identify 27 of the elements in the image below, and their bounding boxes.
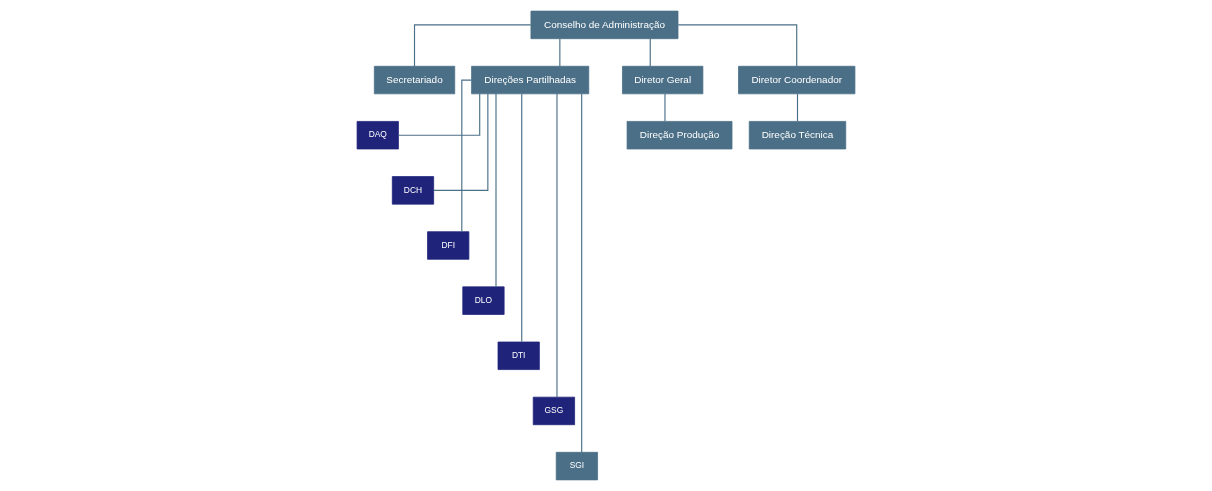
node-box: SGI [555,451,598,481]
node-box: Direção Técnica [748,121,847,150]
connector [413,24,532,67]
connector [559,38,561,67]
node-box: Secretariado [373,65,456,95]
connector [433,93,489,191]
connector [398,93,481,136]
node-box: Diretor Geral [622,65,704,95]
node-box: Direções Partilhadas [471,65,590,95]
connector [664,93,666,122]
node-box: DFI [427,231,470,260]
node-box: Conselho de Administração [530,10,679,40]
node-box: Direção Produção [626,121,733,150]
connector [677,24,798,67]
connector [581,93,583,453]
connector [796,93,799,122]
node-box: DLO [462,286,505,315]
connector [556,93,558,398]
node-box: DCH [391,176,435,205]
connector [495,93,497,288]
node-box: DAQ [356,121,399,150]
node-box: DTI [497,341,540,370]
node-box: GSG [532,396,575,426]
connector [649,38,651,67]
connector [521,93,523,343]
node-box: Diretor Coordenador [738,65,856,95]
connector [461,79,472,233]
